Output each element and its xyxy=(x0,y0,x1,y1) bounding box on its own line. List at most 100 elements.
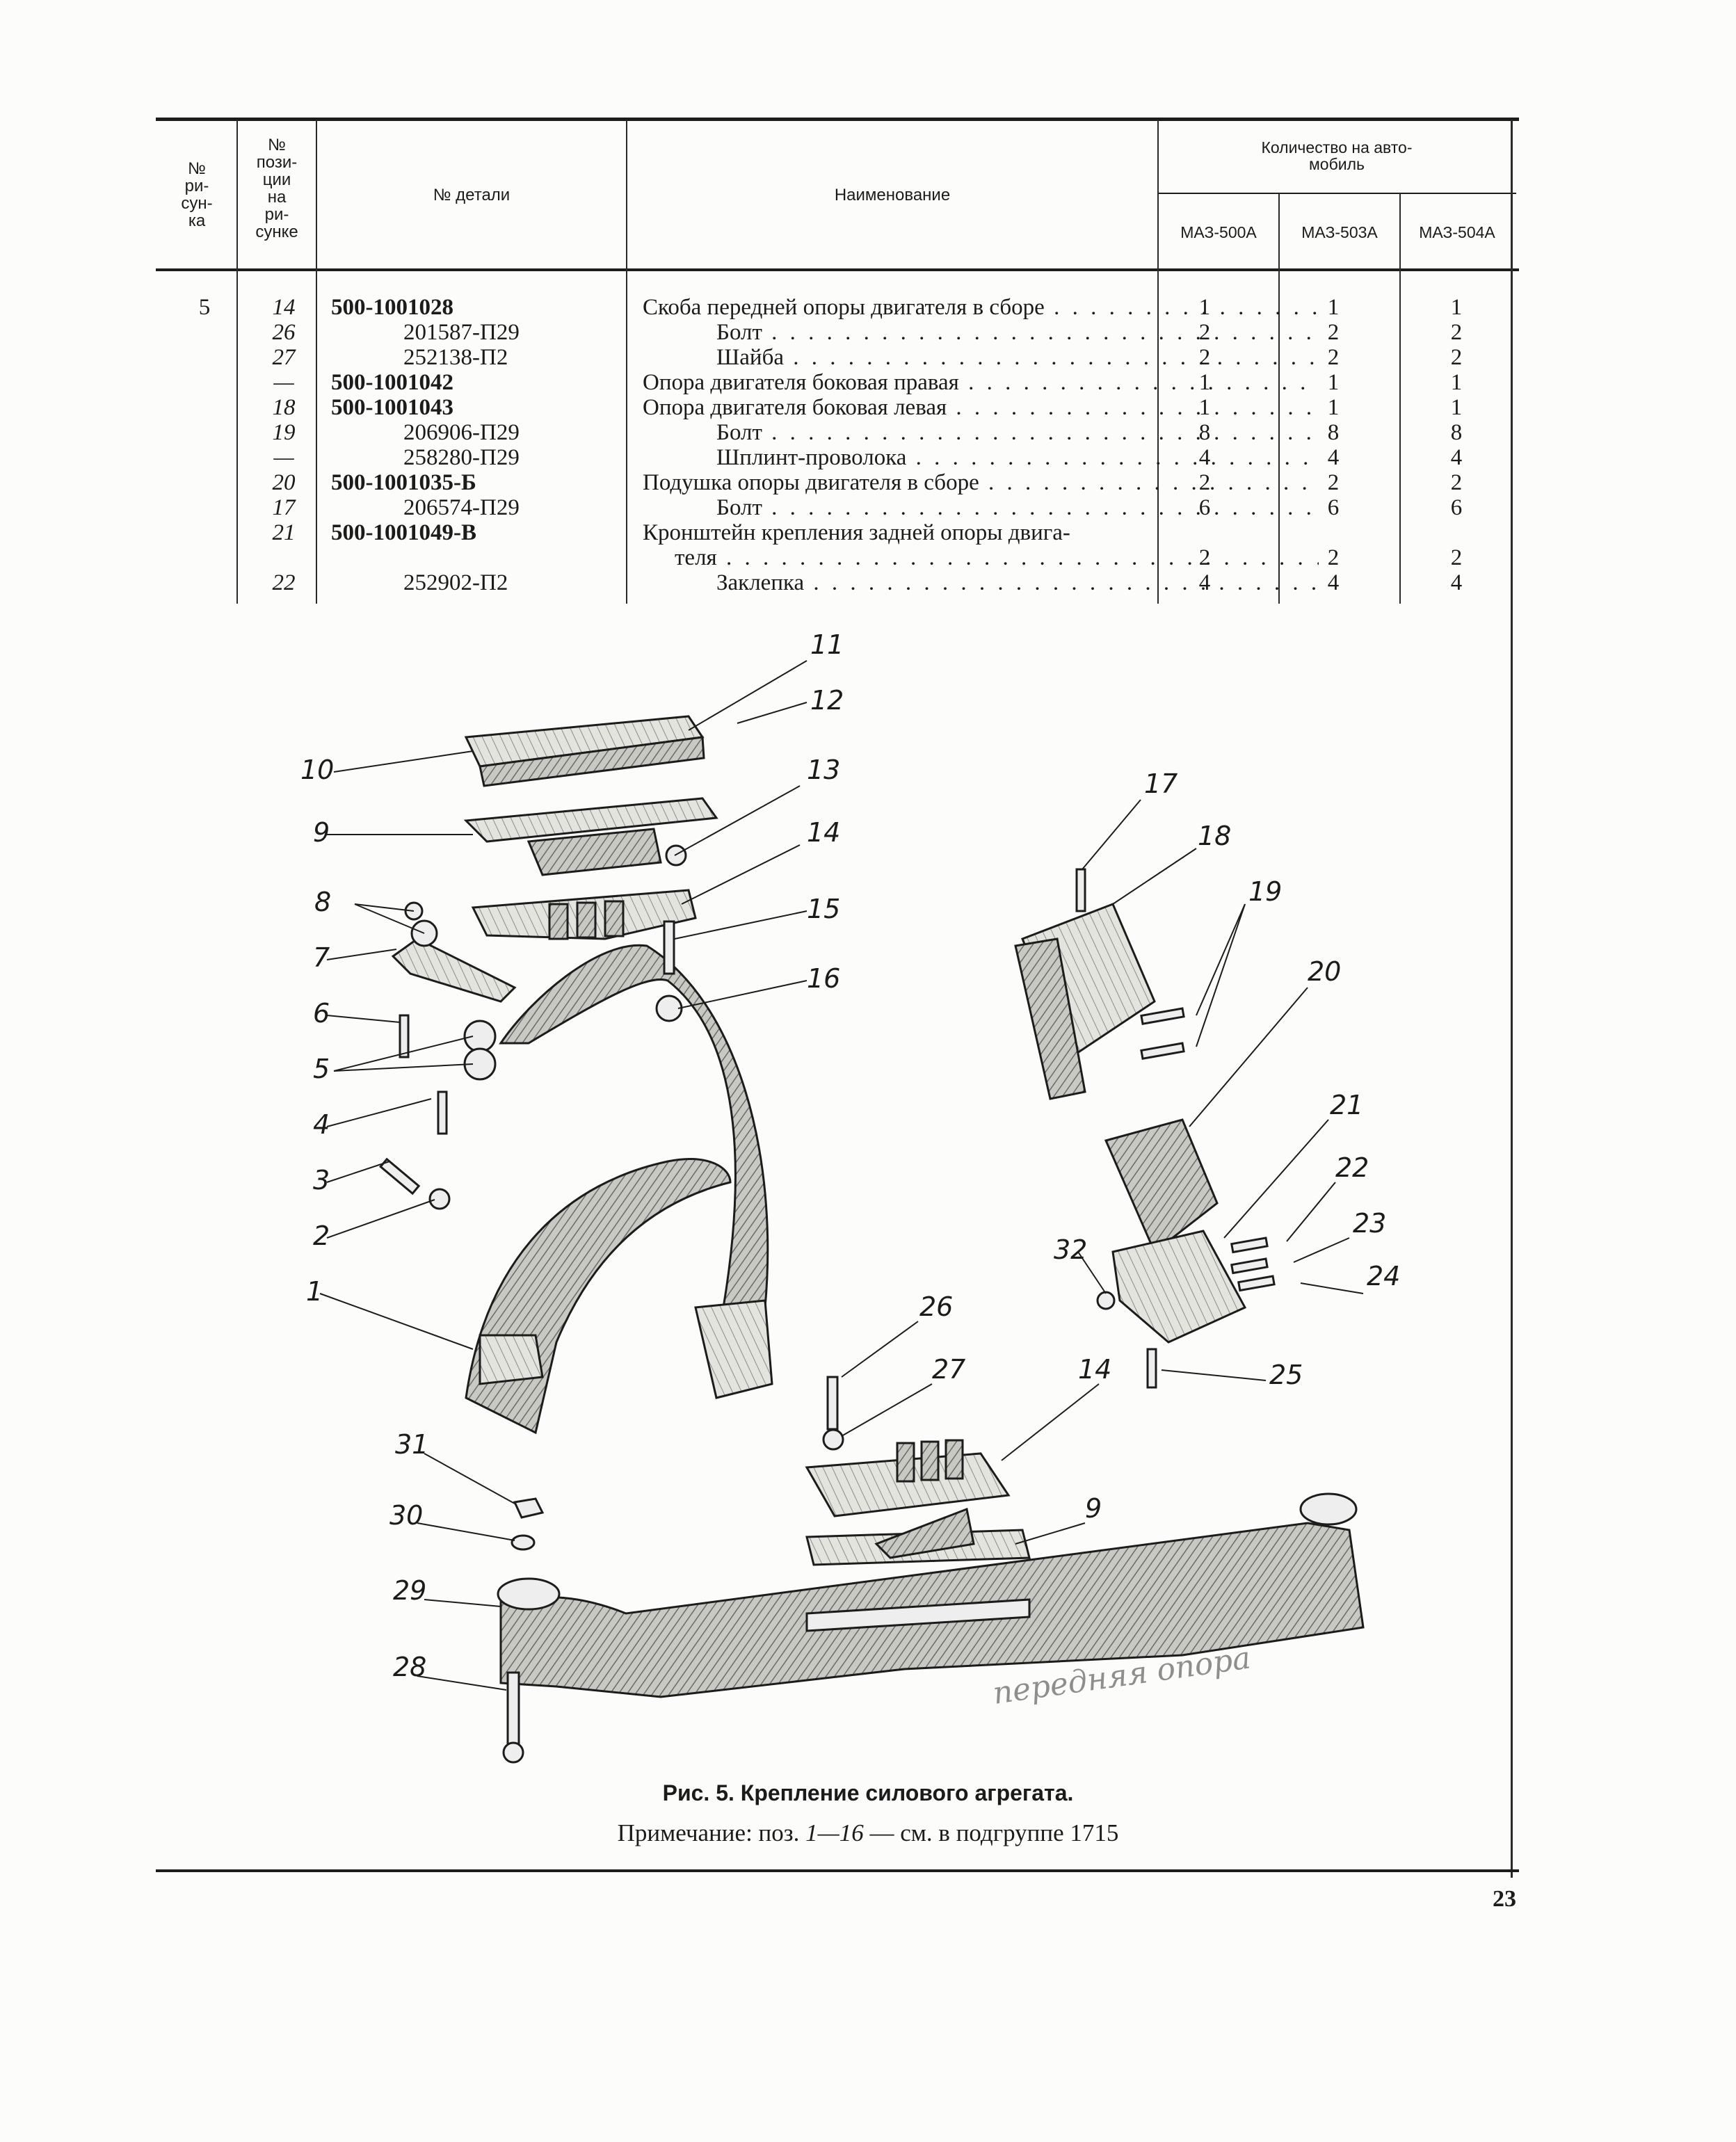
position-cell: 17 xyxy=(272,495,296,520)
position-cell: 14 xyxy=(272,295,296,320)
part-no-cell: 500-1001049-В xyxy=(331,520,476,545)
engine-cushion-part xyxy=(1104,1118,1219,1254)
callout-label: 31 xyxy=(395,1429,428,1460)
name-cell: Заклепка xyxy=(716,570,1319,595)
column-divider xyxy=(236,120,238,604)
callout-label: 16 xyxy=(807,963,840,994)
qty-maz500a: 6 xyxy=(1198,495,1211,520)
callout-label: 19 xyxy=(1248,876,1282,907)
table-row: 20 500-1001035-Б Подушка опоры двигателя… xyxy=(156,470,1516,495)
washer-part xyxy=(822,1428,844,1451)
callout-label: 3 xyxy=(313,1165,330,1195)
qty-maz500a: 4 xyxy=(1198,570,1211,595)
qty-maz504a: 4 xyxy=(1450,445,1463,470)
page-frame-right xyxy=(1511,120,1513,1878)
table-row: 26 201587-П29 Болт 2 2 2 xyxy=(156,320,1516,345)
bracket-tooth xyxy=(945,1439,964,1480)
bolt-part xyxy=(1230,1237,1269,1254)
front-crossmember-foot xyxy=(479,1334,544,1385)
bolt-part xyxy=(663,920,675,975)
position-cell: 22 xyxy=(272,570,296,595)
parts-table-body: 5 14 500-1001028 Скоба передней опоры дв… xyxy=(156,295,1516,595)
callout-label: 5 xyxy=(313,1054,330,1084)
nut-part xyxy=(1096,1291,1116,1310)
nut-part xyxy=(655,994,683,1022)
position-cell: — xyxy=(273,445,294,470)
front-pad-side xyxy=(479,736,705,787)
name-cell: теля xyxy=(675,545,1319,570)
rear-pad-9-block xyxy=(874,1507,975,1559)
callout-label: 1 xyxy=(306,1276,323,1307)
position-cell: 18 xyxy=(272,395,296,420)
callout-label: 7 xyxy=(313,942,330,973)
callout-label: 13 xyxy=(807,755,840,785)
qty-maz503a: 2 xyxy=(1327,470,1340,495)
callout-label: 25 xyxy=(1269,1360,1303,1390)
column-divider xyxy=(1399,193,1401,604)
callout-label: 17 xyxy=(1144,768,1178,799)
position-cell: — xyxy=(273,370,294,395)
name-cell: Шплинт-проволока xyxy=(716,445,1319,470)
qty-maz504a: 1 xyxy=(1450,295,1463,320)
lower-pad-part xyxy=(463,797,718,843)
qty-maz503a: 8 xyxy=(1327,420,1340,445)
part-no-cell: 258280-П29 xyxy=(403,445,520,470)
qty-maz500a: 1 xyxy=(1198,395,1211,420)
bracket-tooth xyxy=(920,1440,940,1481)
qty-maz500a: 2 xyxy=(1198,345,1211,370)
header-model: МАЗ-503А xyxy=(1301,223,1378,241)
callout-label: 9 xyxy=(313,817,330,848)
callout-label: 20 xyxy=(1308,956,1341,987)
position-cell: 20 xyxy=(272,470,296,495)
qty-maz500a: 2 xyxy=(1198,470,1211,495)
callout-label: 14 xyxy=(1078,1354,1111,1385)
table-row: 5 14 500-1001028 Скоба передней опоры дв… xyxy=(156,295,1516,320)
qty-maz504a: 1 xyxy=(1450,370,1463,395)
qty-maz503a: 2 xyxy=(1327,345,1340,370)
rear-bracket-part xyxy=(1111,1230,1247,1344)
part-no-cell: 500-1001042 xyxy=(331,370,453,395)
qty-maz503a: 4 xyxy=(1327,445,1340,470)
note-suffix: — см. в подгруппе 1715 xyxy=(863,1819,1119,1846)
callout-label: 22 xyxy=(1335,1152,1369,1183)
table-row: теля 2 2 2 xyxy=(156,545,1516,570)
qty-maz504a: 2 xyxy=(1450,345,1463,370)
header-model: МАЗ-504А xyxy=(1419,223,1495,241)
table-row: — 258280-П29 Шплинт-проволока 4 4 4 xyxy=(156,445,1516,470)
name-cell: Шайба xyxy=(716,345,1319,370)
front-crossmember-foot xyxy=(694,1299,773,1399)
washer-part xyxy=(428,1188,451,1210)
callout-label: 23 xyxy=(1353,1208,1386,1239)
nut-part xyxy=(513,1497,545,1519)
part-no-cell: 500-1001028 xyxy=(331,295,453,320)
name-cell: Опора двигателя боковая правая xyxy=(643,370,1319,395)
bolt-part xyxy=(1140,1042,1185,1060)
rear-crossmember-strap xyxy=(805,1598,1031,1632)
table-row: 27 252138-П2 Шайба 2 2 2 xyxy=(156,345,1516,370)
qty-maz503a: 2 xyxy=(1327,545,1340,570)
callout-label: 9 xyxy=(1085,1493,1102,1524)
table-row: 19 206906-П29 Болт 8 8 8 xyxy=(156,420,1516,445)
callout-label: 27 xyxy=(932,1354,965,1385)
bolt-part xyxy=(826,1376,839,1431)
table-row: 18 500-1001043 Опора двигателя боковая л… xyxy=(156,395,1516,420)
table-row: 21 500-1001049-В Кронштейн крепления зад… xyxy=(156,520,1516,545)
callout-label: 2 xyxy=(313,1221,330,1251)
note-prefix: Примечание: поз. xyxy=(617,1819,806,1846)
position-cell: 27 xyxy=(272,345,296,370)
exploded-view-illustration: 11 12 10 13 9 14 8 15 7 16 6 5 4 3 2 1 1… xyxy=(300,629,1400,1764)
front-crossmember-arm xyxy=(499,944,769,1309)
qty-maz504a: 2 xyxy=(1450,470,1463,495)
table-header-rule xyxy=(156,268,1519,271)
quantity-subheader-rule xyxy=(1157,193,1516,194)
qty-maz504a: 1 xyxy=(1450,395,1463,420)
part-no-cell: 252902-П2 xyxy=(403,570,508,595)
header-quantity: Количество на авто- мобиль xyxy=(1261,138,1413,173)
header-position-no: № пози- ции на ри- сунке xyxy=(255,136,298,241)
qty-maz504a: 8 xyxy=(1450,420,1463,445)
callout-label: 8 xyxy=(314,887,331,917)
name-cell: Скоба передней опоры двигателя в сборе xyxy=(643,295,1319,320)
lower-pad-block xyxy=(527,828,662,876)
front-crossmember-part xyxy=(465,1158,732,1435)
